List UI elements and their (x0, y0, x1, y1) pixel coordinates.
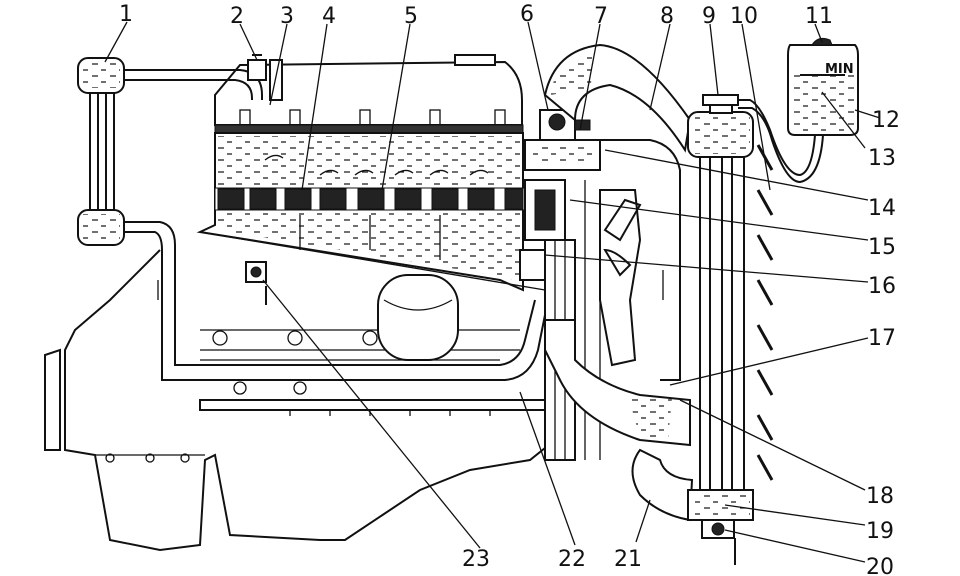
callout-23: 23 (462, 547, 490, 572)
expansion-reservoir: MIN (738, 37, 859, 184)
callout-18: 18 (866, 484, 894, 509)
heater-core (77, 57, 125, 246)
callout-13: 13 (868, 146, 896, 171)
reservoir-min-label: MIN (825, 62, 854, 77)
callout-17: 17 (868, 326, 896, 351)
callout-6: 6 (520, 2, 534, 27)
leader-lines (104, 21, 881, 563)
callout-1: 1 (119, 2, 133, 27)
oil-filter (377, 274, 459, 361)
callout-14: 14 (868, 196, 896, 221)
callout-3: 3 (280, 4, 294, 29)
engine-block-water-jacket (196, 132, 546, 292)
callout-numbers: 1 2 3 4 5 6 7 8 9 10 11 12 13 14 15 16 1… (119, 2, 900, 576)
radiator-drain-plug (701, 519, 736, 565)
callout-22: 22 (558, 547, 586, 572)
callout-9: 9 (702, 4, 716, 29)
callout-19: 19 (866, 519, 894, 544)
radiator (687, 111, 774, 521)
callout-7: 7 (594, 4, 608, 29)
callout-16: 16 (868, 274, 896, 299)
heater-hoses (124, 69, 549, 381)
callout-8: 8 (660, 4, 674, 29)
callout-11: 11 (805, 4, 833, 29)
engine-lower-block (44, 249, 561, 552)
callout-2: 2 (230, 4, 244, 29)
fan-shroud (600, 139, 681, 381)
callout-12: 12 (872, 108, 900, 133)
coolant-temperature-sensor (245, 261, 267, 305)
callout-5: 5 (404, 4, 418, 29)
thermostat-housing (524, 109, 601, 171)
heater-valve (247, 54, 267, 81)
cooling-fan (584, 180, 642, 460)
cylinder-head (214, 54, 524, 134)
callout-4: 4 (322, 4, 336, 29)
callout-20: 20 (866, 555, 894, 576)
callout-21: 21 (614, 547, 642, 572)
callout-15: 15 (868, 235, 896, 260)
radiator-cap (702, 94, 739, 114)
callout-10: 10 (730, 4, 758, 29)
lower-radiator-hose (544, 319, 694, 522)
